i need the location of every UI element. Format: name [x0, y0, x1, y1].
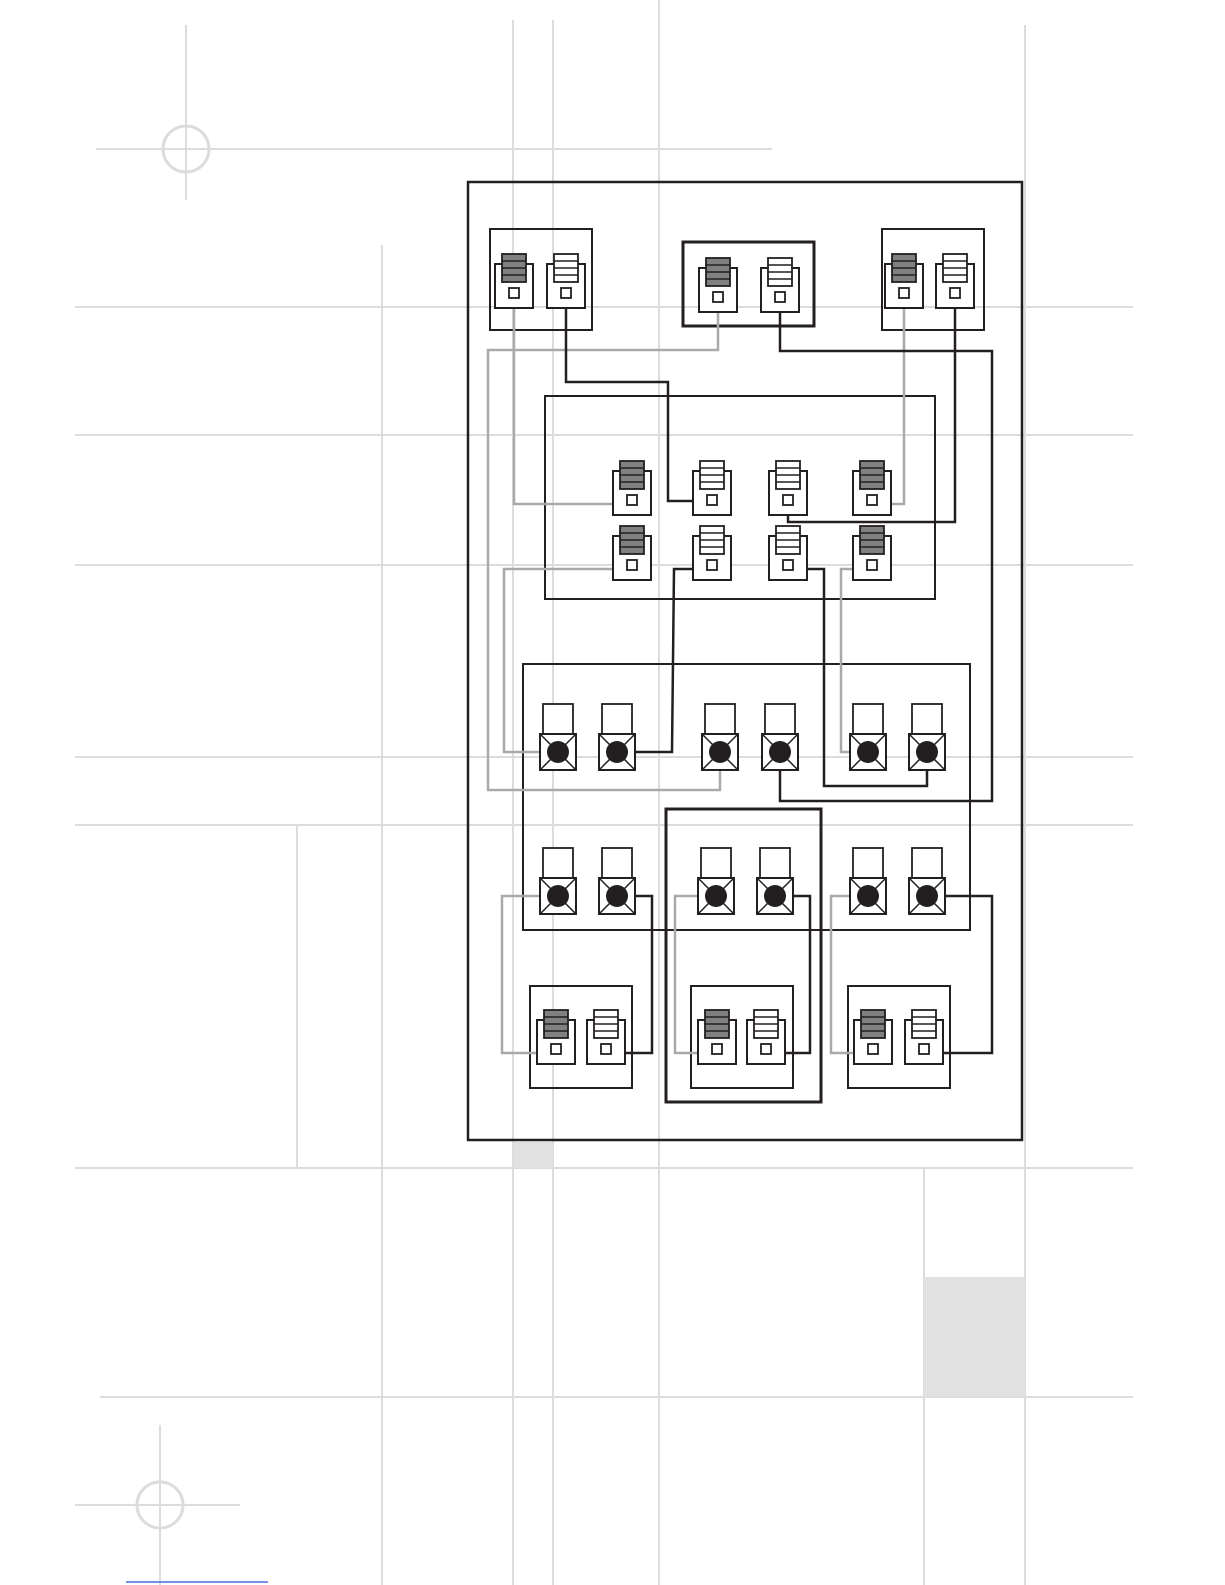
terminal-post — [868, 1044, 878, 1054]
terminal-post — [627, 495, 637, 505]
component-boxes — [468, 182, 1022, 1140]
jack-tab — [765, 704, 795, 734]
jack-tab — [543, 704, 573, 734]
rca-jack-icon — [764, 885, 786, 907]
rca-jack-icon — [606, 741, 628, 763]
rca-jack-icon — [769, 741, 791, 763]
terminal-post — [627, 560, 637, 570]
terminal-post — [775, 292, 785, 302]
jack-tab — [912, 848, 942, 878]
jack-tab — [760, 848, 790, 878]
gray-panel — [924, 1277, 1025, 1397]
terminal-post — [601, 1044, 611, 1054]
terminal-post — [867, 560, 877, 570]
rca-jack-icon — [857, 885, 879, 907]
jack-tab — [701, 848, 731, 878]
terminal-post — [509, 288, 519, 298]
terminal-post — [867, 495, 877, 505]
rca-jack-icon — [857, 741, 879, 763]
black-wires — [566, 297, 992, 1053]
rca-jack-icon — [916, 741, 938, 763]
terminal-post — [713, 292, 723, 302]
terminal-post — [783, 560, 793, 570]
rca-jack-icon — [547, 885, 569, 907]
terminal-post — [761, 1044, 771, 1054]
rca-jack-icon — [916, 885, 938, 907]
rca-jack-icon — [606, 885, 628, 907]
terminal-post — [707, 560, 717, 570]
jack-tab — [853, 848, 883, 878]
jack-tab — [543, 848, 573, 878]
terminal-post — [783, 495, 793, 505]
gray-wires — [488, 297, 904, 1053]
rca-jack-icon — [705, 885, 727, 907]
terminal-post — [899, 288, 909, 298]
terminal-post — [561, 288, 571, 298]
jack-tab — [602, 704, 632, 734]
bottom-center-enclosure — [666, 809, 821, 1102]
rca-jack-icon — [709, 741, 731, 763]
terminal-post — [950, 288, 960, 298]
terminal-post — [707, 495, 717, 505]
terminal-post — [919, 1044, 929, 1054]
terminal-post — [551, 1044, 561, 1054]
registration-marks — [137, 126, 209, 1528]
jack-tab — [602, 848, 632, 878]
rca-jack-icon — [547, 741, 569, 763]
terminal-post — [712, 1044, 722, 1054]
jack-tab — [853, 704, 883, 734]
jack-tab — [705, 704, 735, 734]
gray-panel — [513, 1142, 553, 1168]
receiver-jack-panel — [523, 664, 970, 930]
layout-guides — [75, 0, 1133, 1585]
jack-tab — [912, 704, 942, 734]
